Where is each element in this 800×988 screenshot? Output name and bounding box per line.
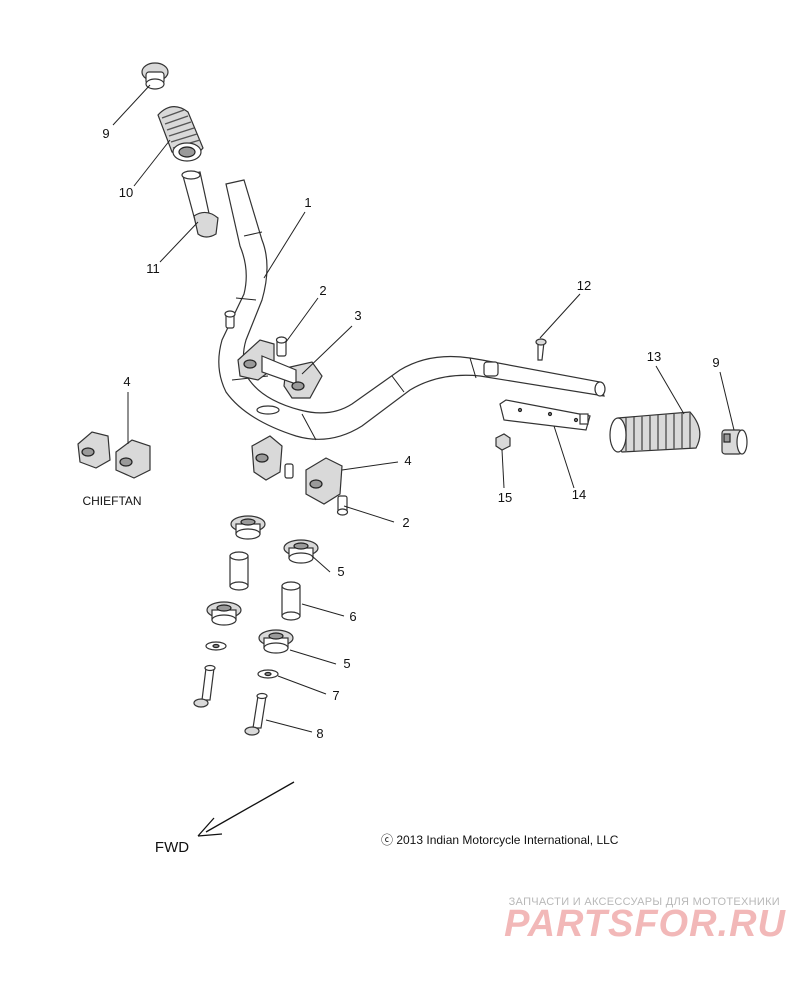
part-long-bolt-1: [193, 664, 216, 708]
callout-12: 12: [577, 278, 591, 293]
part-washer-1: [205, 641, 227, 651]
callout-10: 10: [119, 185, 133, 200]
part-bolt-upper: [275, 336, 288, 357]
part-bolt-lower: [336, 495, 349, 516]
callout-1: 1: [304, 195, 311, 210]
part-chieftan-riser-right: [115, 439, 151, 479]
callout-14: 14: [572, 487, 586, 502]
callout-5-lower: 5: [343, 656, 350, 671]
copyright-text: ⓒ 2013 Indian Motorcycle International, …: [381, 833, 619, 847]
callout-8: 8: [316, 726, 323, 741]
variant-label: CHIEFTAN: [82, 494, 141, 508]
callout-4-main: 4: [404, 453, 411, 468]
watermark: ЗАПЧАСТИ И АКСЕССУАРЫ ДЛЯ МОТОТЕХНИКИ PA…: [504, 896, 786, 945]
callout-4-chieftan: 4: [123, 374, 130, 389]
part-lower-riser-left: [251, 435, 294, 481]
part-chieftan-riser-left: [77, 431, 111, 469]
callout-15: 15: [498, 490, 512, 505]
callout-13: 13: [647, 349, 661, 364]
callout-2-lower: 2: [402, 515, 409, 530]
part-throttle-tube: [181, 170, 219, 238]
part-lower-riser-right: [305, 457, 343, 505]
forward-label: FWD: [155, 839, 189, 856]
part-bushing-2: [283, 539, 319, 564]
part-grip-left: [157, 106, 204, 162]
part-screw: [535, 338, 547, 361]
callout-11: 11: [146, 261, 160, 276]
callout-9-left: 9: [102, 126, 109, 141]
part-nut: [495, 433, 511, 451]
callout-2-upper: 2: [319, 283, 326, 298]
callout-5-upper: 5: [337, 564, 344, 579]
callout-7: 7: [332, 688, 339, 703]
part-spacer-2: [281, 581, 301, 621]
part-riser-clamp: [237, 339, 323, 399]
part-bushing-4: [258, 629, 294, 654]
leader-lines: [112, 84, 735, 733]
callout-9-right: 9: [712, 355, 719, 370]
part-switch-bracket: [499, 399, 591, 431]
part-end-cap-right: [721, 429, 748, 455]
part-bushing-3: [206, 601, 242, 626]
watermark-brand: PARTSFOR.RU: [504, 903, 786, 945]
callout-labels: 1 2 2 3 4 4 5 5 6 7 8 9 9 10 11 12 13 14…: [102, 126, 719, 741]
part-grip-right: [609, 411, 701, 453]
part-handlebar: [218, 179, 606, 441]
part-long-bolt-2: [244, 692, 268, 736]
callout-3: 3: [354, 308, 361, 323]
forward-arrow-icon: [197, 781, 295, 837]
callout-6: 6: [349, 609, 356, 624]
watermark-tagline: ЗАПЧАСТИ И АКСЕССУАРЫ ДЛЯ МОТОТЕХНИКИ: [509, 896, 780, 908]
part-washer-2: [257, 669, 279, 679]
part-end-cap-left: [141, 62, 169, 90]
part-bushing-1: [230, 515, 266, 540]
part-spacer-1: [229, 551, 249, 591]
